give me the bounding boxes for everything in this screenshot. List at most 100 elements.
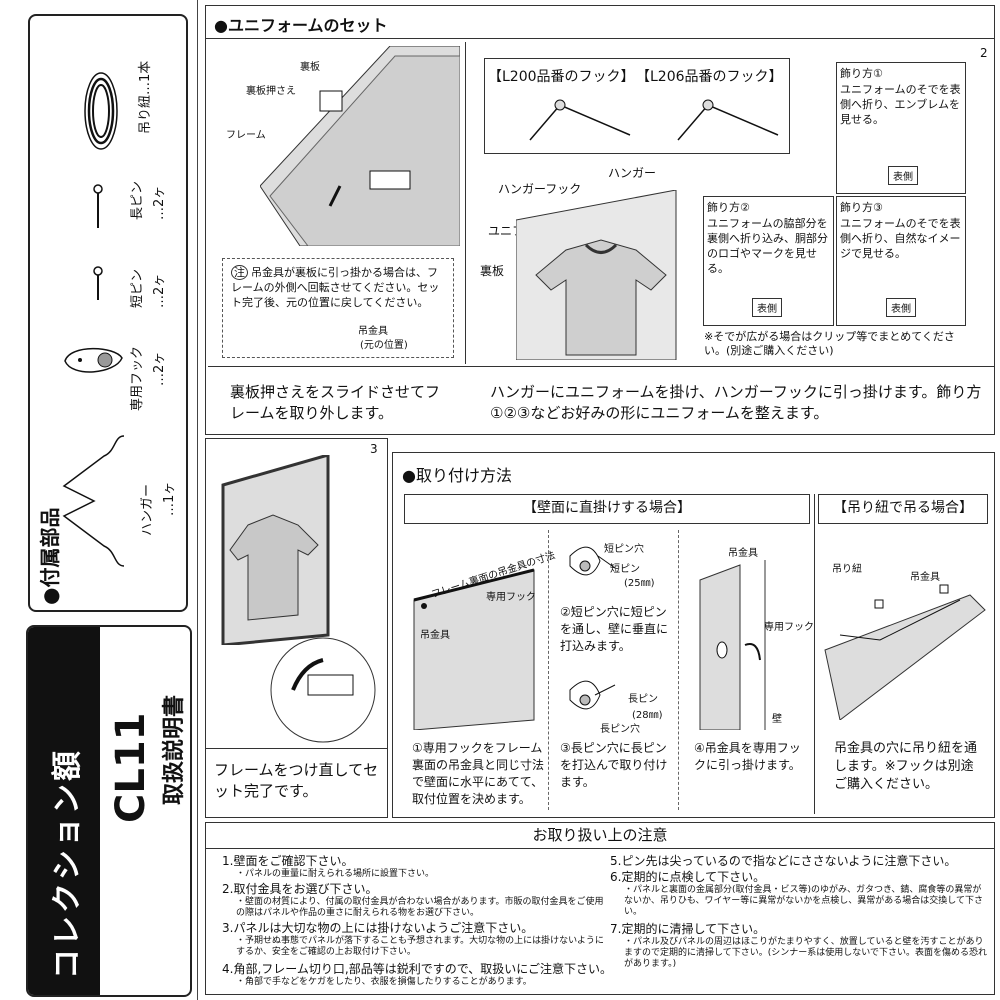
fold2-text: ユニフォームの脇部分を裏側へ折り込み、胴部分のロゴやマークを見せる。 <box>707 217 828 275</box>
wall-callout-long-pin-length: (28㎜) <box>632 710 663 721</box>
long-pin-step-illustration <box>569 680 616 710</box>
fold1-title: 飾り方① <box>840 67 883 80</box>
string-text: 吊金具の穴に吊り紐を通します。※フックは別途ご購入ください。 <box>834 741 978 792</box>
hook-l200-label: 【L200品番のフック】 <box>488 69 635 85</box>
fold1-front-label: 表側 <box>888 166 918 185</box>
step3-number: 3 <box>370 442 378 456</box>
step1-caption: 裏板押さえをスライドさせてフレームを取り外します。 <box>230 383 441 422</box>
wall-callout-long-pin-hole: 長ピン穴 <box>600 724 640 735</box>
fold2-front-label: 表側 <box>752 298 782 317</box>
mounting-heading: ●取り付け方法 <box>402 466 512 485</box>
wall-step2: ②短ピン穴に短ピンを通し、壁に垂直に打込みます。 <box>560 605 669 653</box>
care-item-head: 6.定期的に点検して下さい。 <box>610 870 766 884</box>
model-code: CL11 <box>108 712 154 823</box>
part-hook-qty: …2ヶ <box>152 351 167 386</box>
fold3-text: ユニフォームのそでを表側へ折り、自然なイメージで見せる。 <box>840 217 961 260</box>
divider <box>678 530 679 810</box>
string-mount-title: 【吊り紐で吊る場合】 <box>818 494 988 524</box>
hook-illustration <box>64 347 123 373</box>
parts-box: 吊り紐…1本 長ピン …2ヶ 短ピン …2ヶ 専用フック …2ヶ ハンガー …1… <box>28 14 188 612</box>
frame-corner-illustration <box>260 46 460 246</box>
hanger-illustration <box>62 435 125 567</box>
step1-note-text: 吊金具が裏板に引っ掛かる場合は、フレームの外側へ回転させてください。セット完了後… <box>231 266 440 309</box>
care-item-head: 5.ピン先は尖っているので指などにささないように注意下さい。 <box>610 854 957 868</box>
step3-caption: フレームをつけ直してセット完了です。 <box>214 761 379 800</box>
step2-label-hanger: ハンガー <box>608 166 657 180</box>
fold2-box <box>703 196 834 326</box>
divider <box>548 530 549 810</box>
care-item-sub: ・壁面の材質により、付属の取付金具が合わない場合があります。市販の取付金具をご使… <box>236 897 604 918</box>
care-item-3: 3.パネルは大切な物の上には掛けないようご注意下さい。 ・予期せぬ事態でパネルが… <box>222 921 612 958</box>
care-item-head: 4.角部,フレーム切り口,部品等は鋭利ですので、取扱いにご注意下さい。 <box>222 962 613 976</box>
framed-uniform-illustration <box>221 455 330 645</box>
left-strip: 吊り紐…1本 長ピン …2ヶ 短ピン …2ヶ 専用フック …2ヶ ハンガー …1… <box>0 0 198 1000</box>
step2-caption: ハンガーにユニフォームを掛け、ハンガーフックに引っ掛けます。飾り方①②③などお好… <box>490 383 982 422</box>
series-title: コレクション額 <box>50 748 85 979</box>
wall-step1: ①専用フックをフレーム裏面の吊金具と同じ寸法で壁面に水平にあてて、取付位置を決め… <box>412 741 545 806</box>
step1-note: 注吊金具が裏板に引っ掛かる場合は、フレームの外側へ回転させてください。セット完了… <box>222 258 454 358</box>
divider <box>205 38 995 39</box>
wall-frame-illustration <box>413 568 535 730</box>
step1-label-frame: フレーム <box>226 130 266 141</box>
part-hook-label: 専用フック <box>130 345 145 411</box>
step1-label-backboard: 裏板 <box>300 62 320 73</box>
hook-l200-illustration <box>529 99 631 141</box>
care-item-5: 5.ピン先は尖っているので指などにささないように注意下さい。 <box>610 854 990 869</box>
divider <box>205 748 388 749</box>
fold1-text: ユニフォームのそでを表側へ折り、エンブレムを見せる。 <box>840 83 961 126</box>
care-item-sub: ・パネル及びパネルの周辺はほこりがたまりやすく、放置していると壁を汚すことがあり… <box>624 937 987 969</box>
care-item-head: 2.取付金具をお選び下さい。 <box>222 882 378 896</box>
divider <box>814 494 815 814</box>
wall-callout-wall: 壁 <box>772 714 782 725</box>
hook-l206-label: 【L206品番のフック】 <box>636 69 783 85</box>
fold3-title: 飾り方③ <box>840 201 883 214</box>
part-short-pin-label: 短ピン <box>130 268 145 308</box>
care-item-2: 2.取付金具をお選び下さい。 ・壁面の材質により、付属の取付金具が合わない場合が… <box>222 882 612 919</box>
wall-callout-hook-2: 専用フック <box>764 622 814 633</box>
title-box: コレクション額 CL11 取扱説明書 <box>26 625 192 997</box>
part-long-pin-label: 長ピン <box>130 180 145 220</box>
title-band <box>28 627 100 995</box>
fold2-title: 飾り方② <box>707 201 750 214</box>
care-item-7: 7.定期的に清掃して下さい。 ・パネル及びパネルの周辺はほこりがたまりやすく、放… <box>610 922 990 970</box>
wall-callout-short-pin: 短ピン <box>610 564 640 575</box>
care-item-head: 1.壁面をご確認下さい。 <box>222 854 354 868</box>
manual-label: 取扱説明書 <box>162 694 187 805</box>
uniform-hanging-illustration <box>516 190 677 360</box>
part-string-label: 吊り紐…1本 <box>138 60 153 134</box>
care-item-6: 6.定期的に点検して下さい。 ・パネルと裏面の金属部分(取付金具・ビス等)のゆが… <box>610 870 990 918</box>
wall-callout-hook: 専用フック <box>486 592 536 603</box>
step1-note-callout-sub: (元の位置) <box>360 340 408 351</box>
fold1-box <box>836 62 966 194</box>
divider <box>466 366 995 367</box>
fold3-box <box>836 196 966 326</box>
string-callout-bracket: 吊金具 <box>910 572 940 583</box>
long-pin-illustration <box>93 184 103 228</box>
string-illustration <box>84 72 118 150</box>
care-item-sub: ・予期せぬ事態でパネルが落下することも予想されます。大切な物の上には掛けないよう… <box>236 936 604 957</box>
wall-callout-short-pin-hole: 短ピン穴 <box>604 544 644 555</box>
care-title: お取り扱い上の注意 <box>205 824 995 849</box>
care-item-head: 7.定期的に清掃して下さい。 <box>610 922 766 936</box>
step2-label-hanger-hook: ハンガーフック <box>498 182 582 196</box>
wall-mount-title: 【壁面に直掛けする場合】 <box>404 494 810 524</box>
string-callout-string: 吊り紐 <box>832 564 862 575</box>
hanging-on-hook-illustration <box>699 560 766 730</box>
wall-callout-long-pin: 長ピン <box>628 694 658 705</box>
wall-callout-bracket: 吊金具 <box>420 630 450 641</box>
step1-label-backboard-clip: 裏板押さえ <box>246 86 296 97</box>
wall-callout-bracket-2: 吊金具 <box>728 548 758 559</box>
wall-callout-short-pin-length: (25㎜) <box>624 578 655 589</box>
care-item-4: 4.角部,フレーム切り口,部品等は鋭利ですので、取扱いにご注意下さい。 ・角部で… <box>222 962 612 988</box>
divider <box>208 366 466 367</box>
uniform-set-heading: ●ユニフォームのセット <box>214 16 388 35</box>
hook-l206-illustration <box>677 99 779 141</box>
care-item-1: 1.壁面をご確認下さい。 ・パネルの重量に耐えられる場所に設置下さい。 <box>222 854 612 880</box>
note-mark: 注 <box>231 265 248 280</box>
hook-types-box <box>484 58 790 154</box>
step2-label-backboard: 裏板 <box>480 264 505 278</box>
short-pin-step-illustration <box>569 546 616 576</box>
step2-number: 2 <box>980 46 988 60</box>
care-item-head: 3.パネルは大切な物の上には掛けないようご注意下さい。 <box>222 921 534 935</box>
part-long-pin-qty: …2ヶ <box>152 185 167 220</box>
